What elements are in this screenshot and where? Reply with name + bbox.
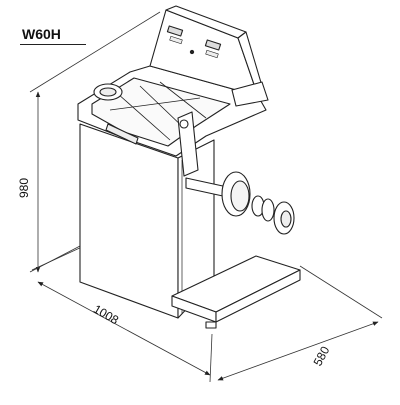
handle-slot	[105, 123, 139, 145]
display-window-left	[166, 25, 184, 37]
height-extension-top	[29, 11, 161, 93]
arm-pivot	[179, 119, 189, 129]
display-button-row	[169, 35, 183, 45]
depth-extension-right	[299, 265, 383, 319]
model-label: W60H	[22, 26, 61, 42]
base-plate-side	[215, 269, 301, 323]
indicator-dot	[189, 49, 195, 55]
model-underline	[20, 44, 86, 45]
height-label: 980	[17, 178, 31, 198]
cone-2	[261, 198, 275, 222]
length-dimension-line	[37, 281, 211, 376]
dimension-lines	[29, 11, 383, 383]
flange-inner	[230, 180, 250, 212]
length-extension-left	[31, 245, 85, 271]
tray-rib	[109, 97, 201, 111]
tray-cup-inner	[99, 87, 117, 97]
tray-rib	[117, 93, 171, 141]
machine	[77, 5, 301, 329]
base-foot	[205, 321, 217, 329]
display-window-right	[204, 39, 222, 51]
quick-nut-center	[280, 210, 292, 228]
length-label: 1008	[91, 302, 121, 328]
cabinet-front	[79, 123, 179, 319]
depth-label: 580	[311, 344, 333, 369]
display-button-row	[205, 49, 219, 59]
depth-dimension-line	[217, 321, 379, 381]
side-hook	[231, 81, 269, 107]
length-extension-right	[209, 333, 213, 383]
